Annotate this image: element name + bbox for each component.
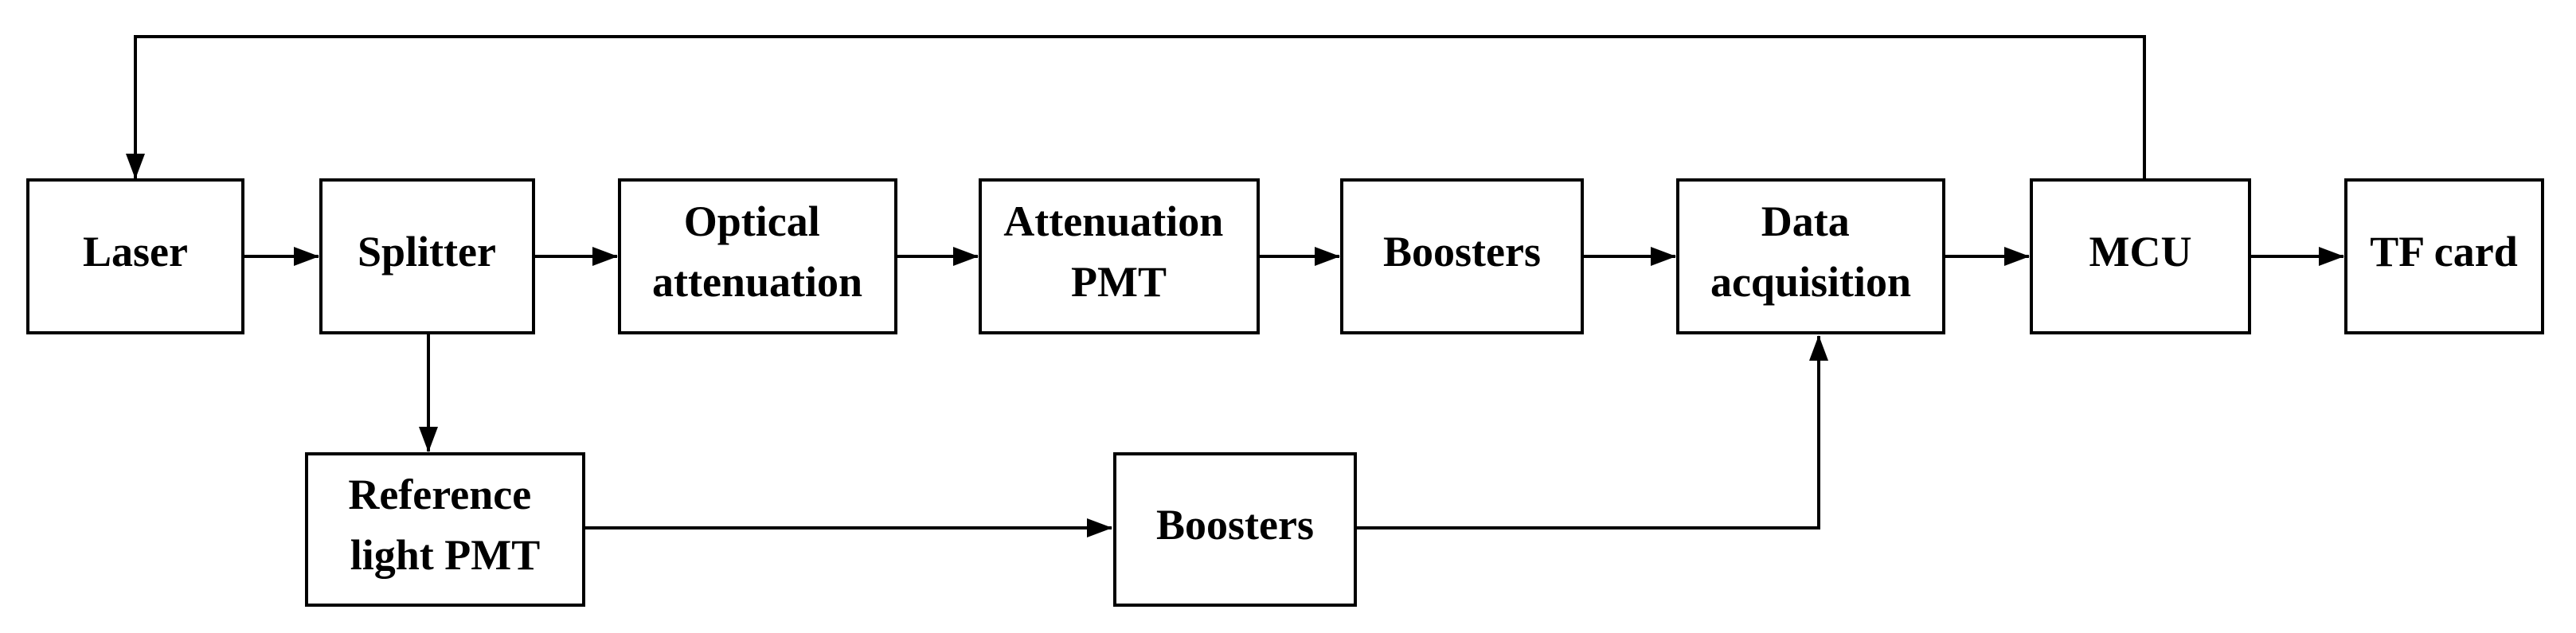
boosters-bottom-box-frame (1113, 452, 1357, 607)
tf-card-box: TF card (2344, 178, 2544, 334)
mcu-box-label: MCU (2089, 228, 2192, 275)
boosters-bottom-box: Boosters (1113, 452, 1357, 607)
boosters-bottom-box-label: Boosters (1156, 501, 1314, 549)
data-acquisition-box: Data acquisition (1676, 178, 1945, 334)
data-acquisition-box-frame (1676, 178, 1945, 334)
laser-box: Laser (26, 178, 244, 334)
tf-card-box-label: TF card (2370, 228, 2517, 275)
laser-box-frame (26, 178, 244, 334)
splitter-box-label: Splitter (358, 228, 496, 275)
data-acquisition-box-label-line-2: acquisition (1710, 258, 1911, 306)
reference-light-pmt-box-label: Reference light PMT (348, 471, 541, 579)
reference-light-pmt-box-label-line-1: Reference (348, 471, 531, 518)
data-acquisition-box-label: Data acquisition (1710, 197, 1911, 306)
arrow-boosters-to-data-acquisition-lower (1355, 335, 1828, 529)
optical-attenuation-box-label-line-2: attenuation (652, 258, 862, 306)
boosters-top-box-label-line-1: Boosters (1383, 228, 1541, 275)
attenuation-pmt-box-label-line-1: Attenuation (1003, 197, 1223, 245)
laser-box-label: Laser (83, 228, 188, 275)
mcu-box-label-line-1: MCU (2089, 228, 2192, 275)
optical-attenuation-box-frame (618, 178, 897, 334)
tf-card-box-label-line-1: TF card (2370, 228, 2517, 275)
reference-light-pmt-box-label-line-2: light PMT (350, 531, 541, 579)
feedback-arrow-mcu-to-laser (126, 35, 2146, 179)
data-acquisition-box-label-line-1: Data (1761, 197, 1850, 245)
boosters-top-box-frame (1340, 178, 1584, 334)
tf-card-box-frame (2344, 178, 2544, 334)
splitter-box: Splitter (319, 178, 535, 334)
splitter-box-label-line-1: Splitter (358, 228, 496, 275)
attenuation-pmt-box: Attenuation PMT (979, 178, 1260, 334)
reference-light-pmt-box-frame (305, 452, 585, 607)
attenuation-pmt-box-label-line-2: PMT (1071, 258, 1167, 306)
laser-box-label-line-1: Laser (83, 228, 188, 275)
mcu-box: MCU (2030, 178, 2251, 334)
optical-attenuation-box-label-line-1: Optical (684, 197, 820, 245)
optical-attenuation-box: Optical attenuation (618, 178, 897, 334)
attenuation-pmt-box-frame (979, 178, 1260, 334)
attenuation-pmt-box-label: Attenuation PMT (1003, 197, 1234, 306)
connectors (126, 35, 2344, 537)
optical-attenuation-box-label: Optical attenuation (652, 197, 862, 306)
mcu-box-frame (2030, 178, 2251, 334)
splitter-box-frame (319, 178, 535, 334)
boosters-bottom-box-label-line-1: Boosters (1156, 501, 1314, 549)
boosters-top-box: Boosters (1340, 178, 1584, 334)
boosters-top-box-label: Boosters (1383, 228, 1541, 275)
reference-light-pmt-box: Reference light PMT (305, 452, 585, 607)
